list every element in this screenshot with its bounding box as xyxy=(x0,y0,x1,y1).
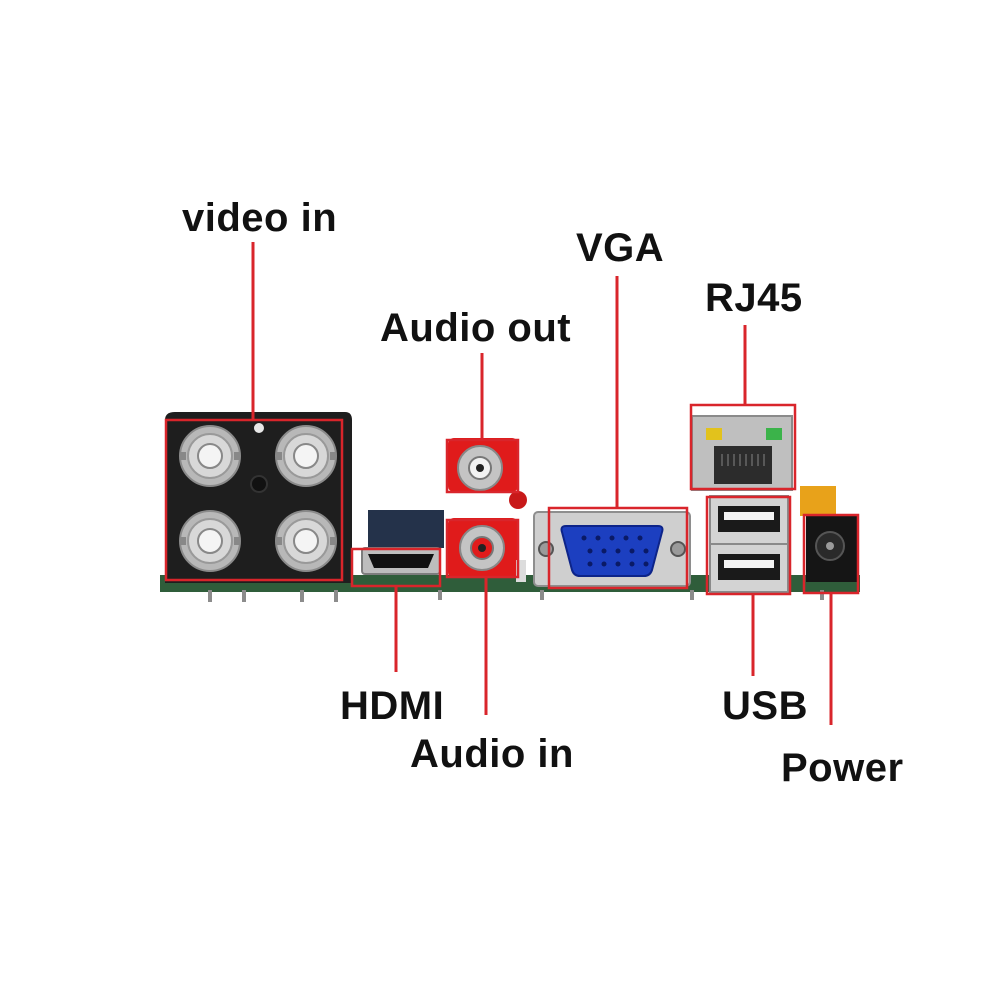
label-rj45: RJ45 xyxy=(705,276,803,320)
callout-lines xyxy=(251,242,833,725)
label-vga: VGA xyxy=(576,226,665,270)
video-in-block xyxy=(165,412,352,583)
vga-port-icon xyxy=(533,511,691,587)
pcb-pins xyxy=(208,590,824,602)
bnc-connector-icon xyxy=(275,425,337,487)
label-usb: USB xyxy=(722,684,808,728)
label-hdmi: HDMI xyxy=(340,684,445,728)
usb-port-icon xyxy=(709,495,789,593)
bnc-connector-icon xyxy=(179,425,241,487)
label-audio-out: Audio out xyxy=(380,306,572,350)
rca-jack-icon xyxy=(448,438,527,509)
usb-highlight xyxy=(705,495,792,596)
bnc-connector-icon xyxy=(275,510,337,572)
label-power: Power xyxy=(781,746,904,790)
hdmi-port-icon xyxy=(361,510,444,575)
rj45-port-icon xyxy=(691,415,793,491)
audio-in-highlight xyxy=(445,518,520,579)
label-video-in: video in xyxy=(182,196,338,240)
rca-jack-icon xyxy=(448,518,526,582)
yellow-tape xyxy=(800,486,836,516)
bnc-connector-icon xyxy=(179,510,241,572)
label-audio-in: Audio in xyxy=(410,732,574,776)
rj45-highlight xyxy=(689,403,797,491)
dc-jack-icon xyxy=(806,516,858,582)
